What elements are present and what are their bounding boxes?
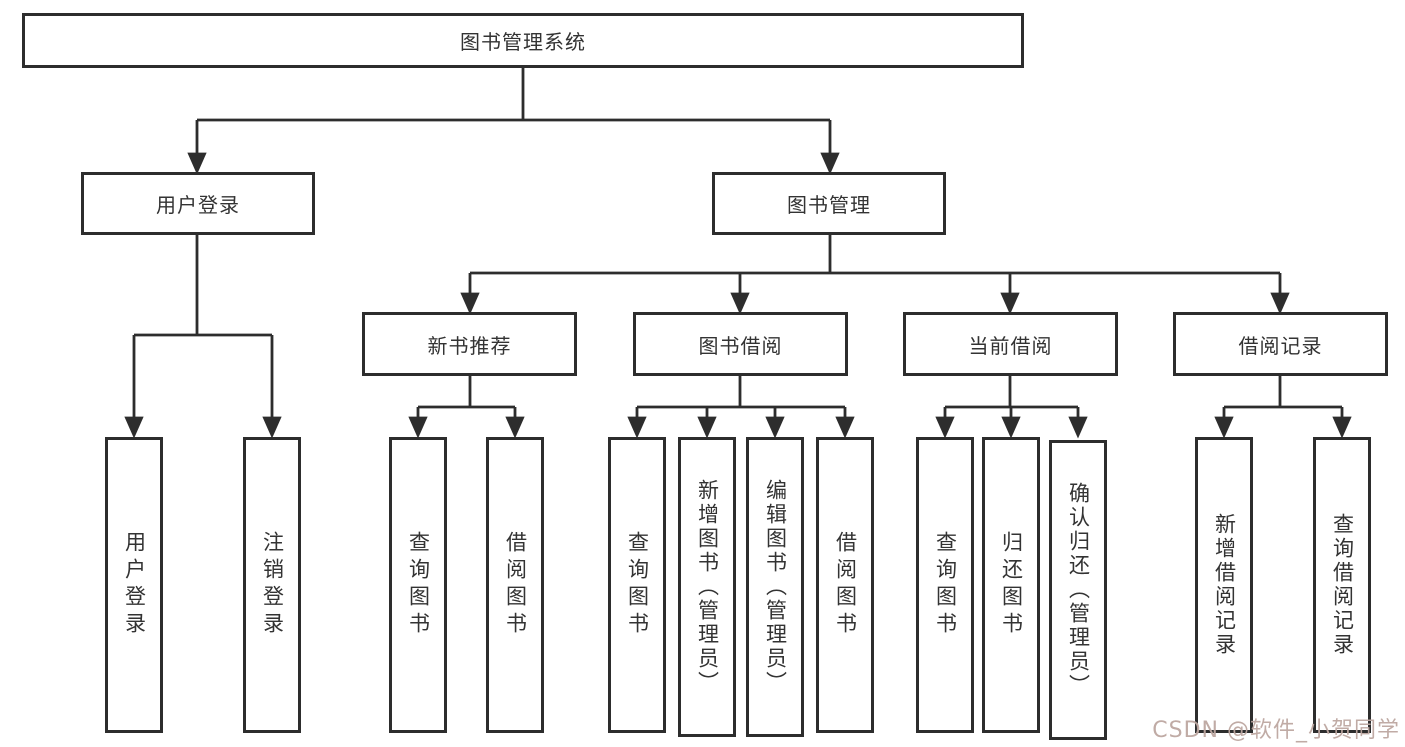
leaf-add-books-admin-label: 新增图书（管理员）: [695, 479, 720, 695]
node-current-borrowing: 当前借阅: [903, 312, 1118, 376]
leaf-query-books-borrowing-label: 查询图书: [625, 531, 650, 639]
connector-book-management-to-level3: [460, 235, 1290, 315]
connector-new-book-recommend-to-leaves: [408, 376, 525, 439]
node-user-login: 用户登录: [81, 172, 315, 235]
connector-user-login-to-leaves: [124, 235, 282, 439]
leaf-borrow-books-label: 借阅图书: [833, 531, 858, 639]
connector-current-borrowing-to-leaves: [935, 376, 1088, 439]
leaf-query-books-recommend-label: 查询图书: [406, 531, 431, 639]
leaf-user-login-label: 用户登录: [122, 531, 147, 639]
node-book-management: 图书管理: [712, 172, 946, 235]
node-root-library-management-system: 图书管理系统: [22, 13, 1024, 68]
leaf-borrow-books: 借阅图书: [816, 437, 874, 733]
leaf-return-books: 归还图书: [982, 437, 1040, 733]
leaf-return-books-label: 归还图书: [999, 531, 1024, 639]
leaf-edit-books-admin-label: 编辑图书（管理员）: [763, 479, 788, 695]
connector-root-to-level2: [187, 68, 840, 175]
leaf-logout: 注销登录: [243, 437, 301, 733]
leaf-query-books-borrowing: 查询图书: [608, 437, 666, 733]
leaf-query-borrow-record: 查询借阅记录: [1313, 437, 1371, 733]
connector-borrowing-records-to-leaves: [1214, 376, 1352, 439]
leaf-query-books-recommend: 查询图书: [389, 437, 447, 733]
leaf-confirm-return-admin: 确认归还（管理员）: [1049, 440, 1107, 740]
node-book-borrowing: 图书借阅: [633, 312, 848, 376]
leaf-logout-label: 注销登录: [260, 531, 285, 639]
leaf-add-borrow-record-label: 新增借阅记录: [1212, 513, 1237, 657]
leaf-query-borrow-record-label: 查询借阅记录: [1330, 513, 1355, 657]
leaf-query-books-current-label: 查询图书: [933, 531, 958, 639]
csdn-watermark: CSDN @软件_小贺同学: [1152, 718, 1400, 743]
leaf-query-books-current: 查询图书: [916, 437, 974, 733]
leaf-edit-books-admin: 编辑图书（管理员）: [746, 437, 804, 737]
leaf-borrow-books-recommend-label: 借阅图书: [503, 531, 528, 639]
leaf-user-login: 用户登录: [105, 437, 163, 733]
node-borrowing-records: 借阅记录: [1173, 312, 1388, 376]
node-new-book-recommend: 新书推荐: [362, 312, 577, 376]
leaf-add-books-admin: 新增图书（管理员）: [678, 437, 736, 737]
leaf-add-borrow-record: 新增借阅记录: [1195, 437, 1253, 733]
connector-book-borrowing-to-leaves: [627, 376, 855, 439]
leaf-borrow-books-recommend: 借阅图书: [486, 437, 544, 733]
leaf-confirm-return-admin-label: 确认归还（管理员）: [1066, 482, 1091, 698]
